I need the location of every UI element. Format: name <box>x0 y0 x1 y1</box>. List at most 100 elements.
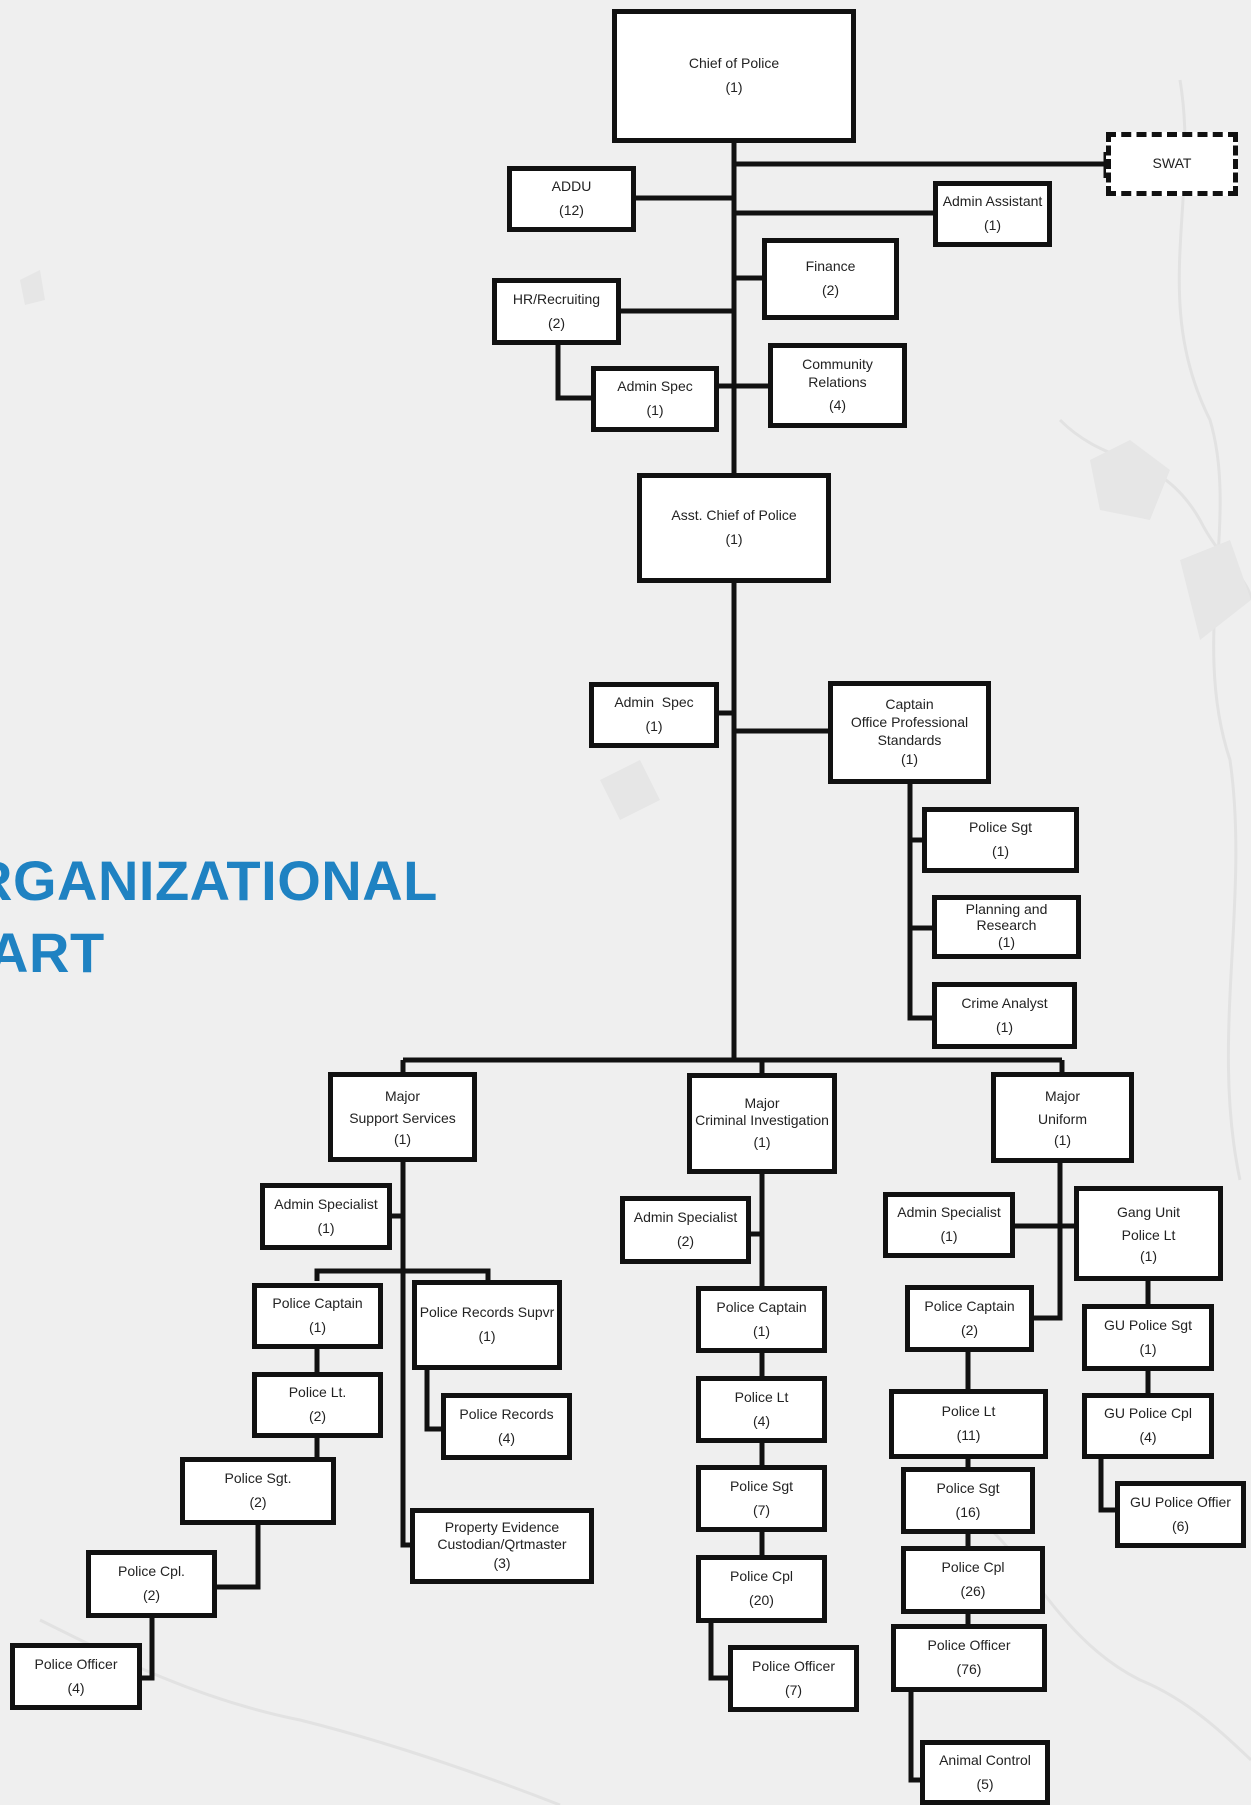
node-count: (2) <box>142 1587 161 1603</box>
u-animal-control-box[interactable]: Animal Control (5) <box>920 1740 1050 1805</box>
node-title: Major Criminal Investigation <box>695 1094 829 1128</box>
node-count: (1) <box>983 217 1002 233</box>
node-count: (4) <box>67 1679 85 1696</box>
node-count: (1) <box>393 1131 412 1148</box>
node-title: Gang Unit Police Lt <box>1116 1204 1181 1243</box>
node-count: (26) <box>960 1583 986 1599</box>
ss-property-evidence-box[interactable]: Property Evidence Custodian/Qrtmaster (3… <box>410 1508 594 1584</box>
swat-box[interactable]: SWAT <box>1106 132 1238 196</box>
node-title: GU Police Offier <box>1130 1493 1231 1510</box>
u-gu-police-cpl-box[interactable]: GU Police Cpl (4) <box>1082 1393 1214 1459</box>
node-title: Police Sgt. <box>224 1470 292 1487</box>
ss-records-supvr-box[interactable]: Police Records Supvr (1) <box>412 1280 562 1370</box>
u-police-officer-box[interactable]: Police Officer (76) <box>891 1624 1047 1692</box>
node-title: Police Records Supvr <box>419 1304 555 1321</box>
ci-admin-specialist-box[interactable]: Admin Specialist (2) <box>620 1196 751 1264</box>
planning-research-box[interactable]: Planning and Research (1) <box>932 895 1081 959</box>
ss-police-sgt-box[interactable]: Police Sgt. (2) <box>180 1457 336 1525</box>
node-count: (1) <box>753 1134 771 1151</box>
node-count: (7) <box>752 1501 771 1518</box>
node-title: Animal Control <box>939 1751 1031 1768</box>
node-title: Police Sgt <box>968 819 1033 836</box>
admin-spec-hr-box[interactable]: Admin Spec (1) <box>591 366 719 432</box>
ci-police-cpl-box[interactable]: Police Cpl (20) <box>696 1555 827 1623</box>
node-count: (1) <box>995 1018 1014 1035</box>
node-count: (1) <box>308 1319 327 1335</box>
node-count: (4) <box>1139 1429 1157 1445</box>
crime-analyst-box[interactable]: Crime Analyst (1) <box>932 982 1077 1049</box>
u-admin-specialist-box[interactable]: Admin Specialist (1) <box>883 1192 1015 1258</box>
node-title: Property Evidence Custodian/Qrtmaster <box>437 1519 567 1552</box>
ss-admin-specialist-box[interactable]: Admin Specialist (1) <box>260 1183 392 1250</box>
node-count: (2) <box>547 314 566 331</box>
node-title: Admin Specialist <box>897 1204 1001 1221</box>
node-count: (4) <box>497 1429 516 1446</box>
node-title: ADDU <box>551 178 592 195</box>
chief-of-police-box[interactable]: Chief of Police (1) <box>612 9 856 143</box>
ss-police-records-box[interactable]: Police Records (4) <box>441 1393 572 1460</box>
node-count: (1) <box>1139 1247 1158 1264</box>
u-police-sgt-box[interactable]: Police Sgt (16) <box>901 1467 1035 1534</box>
node-title: Police Cpl <box>941 1559 1005 1576</box>
u-police-captain-box[interactable]: Police Captain (2) <box>905 1285 1034 1352</box>
node-count: (4) <box>752 1412 771 1429</box>
u-police-lt-box[interactable]: Police Lt (11) <box>889 1389 1048 1459</box>
node-title: Police Captain <box>716 1298 807 1315</box>
node-count: (1) <box>991 843 1010 859</box>
ss-police-officer-box[interactable]: Police Officer (4) <box>10 1643 142 1710</box>
node-title: Police Captain <box>924 1297 1015 1314</box>
node-count: (1) <box>646 402 664 418</box>
admin-spec-asst-box[interactable]: Admin Spec (1) <box>589 682 719 748</box>
node-title: SWAT <box>1152 155 1192 172</box>
ss-police-captain-box[interactable]: Police Captain (1) <box>252 1283 383 1349</box>
page-heading: RGANIZATIONAL IART <box>0 845 438 989</box>
node-count: (1) <box>725 531 743 547</box>
node-title: Police Cpl <box>729 1568 794 1585</box>
node-count: (11) <box>956 1427 981 1443</box>
major-support-services-box[interactable]: Major Support Services (1) <box>328 1072 477 1162</box>
hr-recruiting-box[interactable]: HR/Recruiting (2) <box>492 278 621 345</box>
major-uniform-box[interactable]: Major Uniform (1) <box>991 1072 1134 1163</box>
node-count: (6) <box>1171 1517 1190 1534</box>
node-count: (20) <box>749 1592 774 1608</box>
ci-police-lt-box[interactable]: Police Lt (4) <box>696 1376 827 1443</box>
node-count: (1) <box>725 79 743 95</box>
node-title: Police Officer <box>34 1655 118 1672</box>
heading-line-2: IART <box>0 921 105 984</box>
node-count: (76) <box>956 1661 982 1677</box>
node-title: Major Uniform <box>1037 1088 1087 1127</box>
asst-chief-box[interactable]: Asst. Chief of Police (1) <box>637 473 831 583</box>
community-relations-box[interactable]: Community Relations (4) <box>768 343 907 428</box>
node-title: Police Cpl. <box>118 1563 185 1580</box>
major-criminal-investigation-box[interactable]: Major Criminal Investigation (1) <box>687 1073 837 1174</box>
u-gu-police-sgt-box[interactable]: GU Police Sgt (1) <box>1082 1304 1214 1371</box>
node-count: (1) <box>1053 1131 1072 1148</box>
finance-box[interactable]: Finance (2) <box>762 238 899 320</box>
node-count: (1) <box>645 718 663 734</box>
ci-police-officer-box[interactable]: Police Officer (7) <box>728 1645 859 1712</box>
u-gang-unit-lt-box[interactable]: Gang Unit Police Lt (1) <box>1074 1186 1223 1281</box>
u-police-cpl-box[interactable]: Police Cpl (26) <box>901 1546 1045 1614</box>
captain-ops-box[interactable]: Captain Office Professional Standards (1… <box>828 681 991 784</box>
u-gu-police-officer-box[interactable]: GU Police Offier (6) <box>1115 1481 1246 1548</box>
ci-police-sgt-box[interactable]: Police Sgt (7) <box>696 1465 827 1532</box>
node-title: GU Police Sgt <box>1104 1316 1192 1333</box>
node-count: (2) <box>308 1408 327 1424</box>
node-count: (1) <box>478 1328 496 1344</box>
node-count: (1) <box>997 933 1016 950</box>
admin-assistant-box[interactable]: Admin Assistant (1) <box>933 181 1052 247</box>
ss-police-cpl-box[interactable]: Police Cpl. (2) <box>86 1550 217 1618</box>
node-title: GU Police Cpl <box>1104 1405 1192 1422</box>
node-count: (1) <box>317 1219 335 1236</box>
ss-police-lt-box[interactable]: Police Lt. (2) <box>252 1372 383 1438</box>
node-count: (2) <box>960 1321 979 1338</box>
node-title: Police Captain <box>272 1295 363 1312</box>
ops-police-sgt-box[interactable]: Police Sgt (1) <box>922 807 1079 873</box>
addu-box[interactable]: ADDU (12) <box>507 166 636 232</box>
ci-police-captain-box[interactable]: Police Captain (1) <box>696 1286 827 1353</box>
node-title: HR/Recruiting <box>512 290 601 307</box>
node-count: (2) <box>676 1233 695 1249</box>
node-title: Police Sgt <box>729 1477 794 1494</box>
node-title: Admin Specialist <box>274 1195 378 1212</box>
node-count: (3) <box>493 1554 511 1571</box>
